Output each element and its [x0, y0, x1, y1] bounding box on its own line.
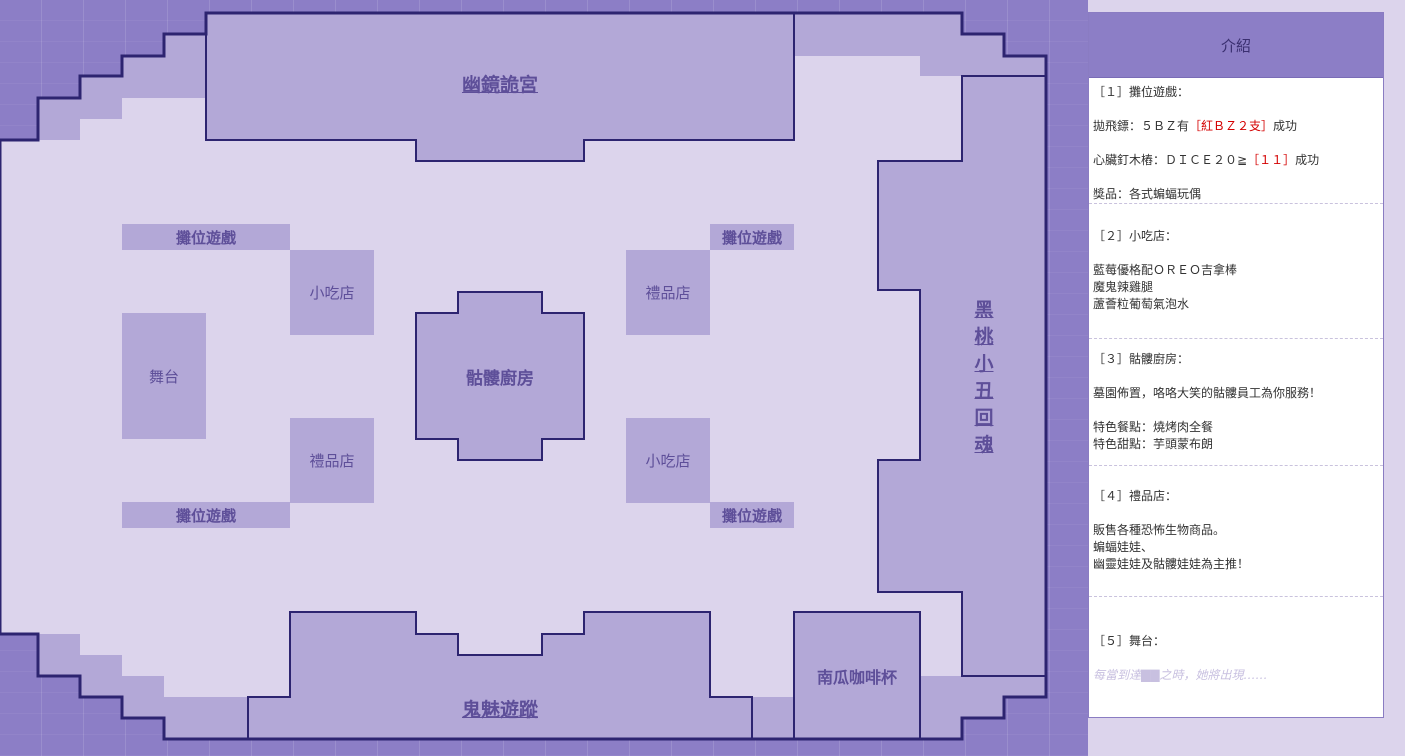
area-label-skull-kitchen[interactable]: 骷髏廚房	[466, 368, 534, 389]
area-label-stall-game-2[interactable]: 攤位遊戲	[175, 506, 236, 525]
joker-label-char: 黑	[974, 299, 994, 321]
area-label-gift-shop-1[interactable]: 禮品店	[309, 452, 355, 470]
intro-section-gift-shop: ［４］禮品店： 販售各種恐怖生物商品。 蝙蝠娃娃、 幽靈娃娃及骷髏娃娃為主推！	[1089, 466, 1383, 597]
area-label-stall-game-3[interactable]: 攤位遊戲	[721, 228, 782, 247]
intro-panel: 介紹 ［１］攤位遊戲： 拋飛鏢：５ＢＺ有［紅ＢＺ２支］成功 心臟釘木樁：ＤＩＣＥ…	[1088, 12, 1384, 718]
prize-line: 獎品：各式蝙蝠玩偶	[1093, 187, 1202, 201]
area-label-ghost-trail[interactable]: 鬼魅遊蹤	[461, 698, 538, 721]
gift-desc: 販售各種恐怖生物商品。	[1093, 523, 1226, 537]
area-label-snack-shop-1[interactable]: 小吃店	[309, 284, 355, 302]
area-label-gift-shop-2[interactable]: 禮品店	[645, 284, 691, 302]
menu-item: 蘆薈粒葡萄氣泡水	[1093, 297, 1190, 311]
menu-item: 藍莓優格配ＯＲＥＯ吉拿棒	[1093, 263, 1238, 277]
rule-stake-result: 成功	[1295, 153, 1320, 167]
ghost-trail-shape	[247, 611, 753, 740]
joker-label-text: 黑桃小丑回魂	[974, 297, 993, 459]
stair-top-right	[794, 13, 1046, 76]
stage-shape	[122, 313, 206, 439]
rule-stake-highlight: ［１１］	[1247, 153, 1296, 167]
mirror-palace-shape	[205, 12, 795, 162]
area-label-stall-game-4[interactable]: 攤位遊戲	[721, 506, 782, 525]
section-heading: ［２］小吃店：	[1093, 229, 1178, 243]
stall-game-1-shape	[122, 224, 290, 250]
stair-bottom-mid	[752, 697, 794, 739]
rule-darts-highlight: ［紅ＢＺ２支］	[1189, 119, 1274, 133]
kitchen-meal: 特色餐點：燒烤肉全餐	[1093, 420, 1214, 434]
intro-section-skull-kitchen: ［３］骷髏廚房： 墓園佈置，咯咯大笑的骷髏員工為你服務！ 特色餐點：燒烤肉全餐 …	[1089, 339, 1383, 466]
rule-stake: 心臟釘木樁：ＤＩＣＥ２０≧［１１］成功	[1093, 152, 1379, 169]
kitchen-dessert: 特色甜點：芋頭蒙布朗	[1093, 437, 1214, 451]
section-heading: ［５］舞台：	[1093, 634, 1166, 648]
rule-darts-result: 成功	[1273, 119, 1298, 133]
snack-shop-2-shape	[626, 418, 710, 503]
park-border	[0, 11, 1048, 741]
area-label-pumpkin-cafe[interactable]: 南瓜咖啡杯	[816, 667, 897, 687]
gift-shop-2-shape	[626, 250, 710, 335]
theme-park-map: 幽鏡詭宮 鬼魅遊蹤 黑桃小丑回魂 骷髏廚房 南瓜咖啡杯 舞台 攤位遊戲 小吃店 …	[0, 0, 1088, 756]
section-heading: ［１］攤位遊戲：	[1093, 85, 1190, 99]
stall-game-3-shape	[710, 224, 794, 250]
map-canvas	[0, 0, 1088, 756]
stall-game-4-shape	[710, 502, 794, 528]
rule-darts-text: 拋飛鏢：５ＢＺ有	[1093, 119, 1190, 133]
intro-panel-title: 介紹	[1089, 13, 1383, 78]
rule-stake-text: 心臟釘木樁：ＤＩＣＥ２０≧	[1093, 153, 1248, 167]
area-label-joker-return[interactable]: 黑桃小丑回魂	[962, 295, 1006, 461]
snack-shop-1-shape	[290, 250, 374, 335]
intro-section-stage: ［５］舞台： 每當到達▇▇之時，她將出現……	[1089, 597, 1383, 717]
area-label-snack-shop-2[interactable]: 小吃店	[645, 452, 691, 470]
stage-teaser: 每當到達▇▇之時，她將出現……	[1093, 668, 1268, 682]
area-label-stall-game-1[interactable]: 攤位遊戲	[175, 228, 236, 247]
pumpkin-cafe-shape	[793, 611, 921, 740]
stair-bottom-left	[38, 634, 248, 739]
skull-kitchen-shape	[415, 291, 585, 461]
area-label-stage[interactable]: 舞台	[148, 367, 179, 386]
menu-item: 魔鬼辣雞腿	[1093, 280, 1154, 294]
joker-label-char: 回	[974, 407, 994, 429]
kitchen-desc: 墓園佈置，咯咯大笑的骷髏員工為你服務！	[1093, 386, 1322, 400]
area-label-mirror-palace[interactable]: 幽鏡詭宮	[461, 73, 538, 96]
joker-label-char: 小	[974, 353, 994, 375]
rule-darts: 拋飛鏢：５ＢＺ有［紅ＢＺ２支］成功	[1093, 118, 1379, 135]
gift-shop-1-shape	[290, 418, 374, 503]
stair-top-left	[38, 34, 206, 140]
joker-label-char: 桃	[974, 326, 994, 348]
gift-item: 幽靈娃娃及骷髏娃娃為主推！	[1093, 557, 1250, 571]
joker-label-char: 魂	[974, 434, 994, 456]
gift-item: 蝙蝠娃娃、	[1093, 540, 1154, 554]
section-heading: ［４］禮品店：	[1093, 489, 1178, 503]
joker-label-char: 丑	[974, 380, 994, 402]
intro-section-snack-shop: ［２］小吃店： 藍莓優格配ＯＲＥＯ吉拿棒 魔鬼辣雞腿 蘆薈粒葡萄氣泡水	[1089, 204, 1383, 339]
stall-game-2-shape	[122, 502, 290, 528]
stair-bottom-right	[920, 676, 1046, 739]
section-heading: ［３］骷髏廚房：	[1093, 352, 1190, 366]
intro-section-stall-games: ［１］攤位遊戲： 拋飛鏢：５ＢＺ有［紅ＢＺ２支］成功 心臟釘木樁：ＤＩＣＥ２０≧…	[1089, 78, 1383, 204]
